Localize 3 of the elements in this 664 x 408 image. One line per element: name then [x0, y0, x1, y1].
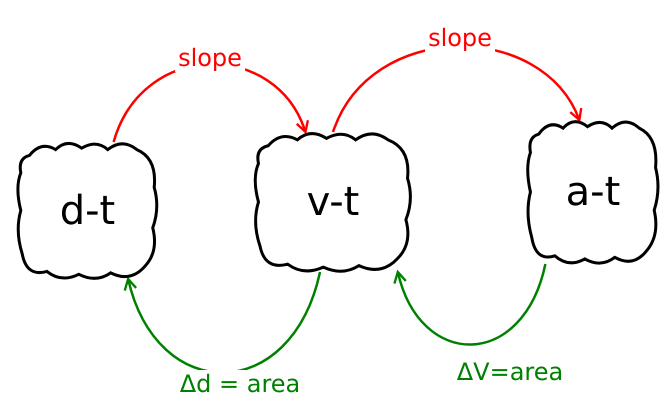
node-label: v-t — [306, 179, 360, 225]
node-label: a-t — [566, 169, 620, 215]
node-label: d-t — [60, 188, 116, 234]
